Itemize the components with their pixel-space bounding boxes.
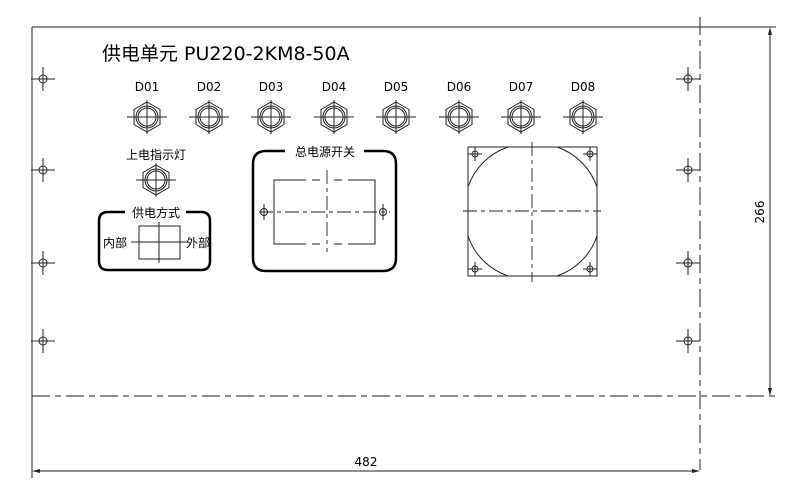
mounting-hole-icon [676,329,700,353]
connector-label: D08 [571,80,596,94]
connector-label: D02 [197,80,222,94]
fan-cutout [463,142,601,282]
indicator-label: 上电指示灯 [126,147,186,162]
connector-label: D07 [509,80,534,94]
mounting-hole-icon [31,329,55,353]
mounting-holes [31,67,700,353]
supply-mode-internal: 内部 [103,235,127,250]
connector-icon [314,100,354,134]
dimension-width-label: 482 [355,455,378,469]
connector-icon [563,100,603,134]
supply-mode-external: 外部 [186,235,210,250]
connector-label: D06 [447,80,472,94]
connector-icon [127,100,167,134]
connector-icon [439,100,479,134]
supply-mode-label: 供电方式 [132,205,180,220]
connectors: D01 D02 D03 D04 D05 D06 D07 D08 [127,80,603,134]
connector-label: D03 [259,80,284,94]
indicator-lamp-icon [136,163,176,197]
mounting-hole-icon [31,251,55,275]
mounting-hole-icon [583,147,597,161]
connector-icon [501,100,541,134]
mounting-hole-icon [31,158,55,182]
connector-icon [189,100,229,134]
mounting-hole-icon [468,147,482,161]
mounting-hole-icon [468,262,482,276]
mounting-hole-icon [31,67,55,91]
supply-mode-selector: 供电方式 内部 外部 [97,204,212,272]
connector-label: D01 [135,80,160,94]
dimension-width: 482 [32,455,700,473]
panel-outline [31,17,776,478]
connector-icon [376,100,416,134]
mounting-hole-icon [583,262,597,276]
mounting-hole-icon [676,251,700,275]
mounting-hole-icon [676,158,700,182]
connector-label: D04 [322,80,347,94]
mounting-hole-icon [676,67,700,91]
connector-icon [251,100,291,134]
dimension-height: 266 [753,27,772,396]
connector-label: D05 [384,80,409,94]
indicator-hex [136,163,176,197]
main-power-switch: 总电源开关 [251,143,398,273]
main-switch-label: 总电源开关 [295,145,355,159]
page-title: 供电单元 PU220-2KM8-50A [102,43,350,65]
dimension-height-label: 266 [753,201,767,224]
